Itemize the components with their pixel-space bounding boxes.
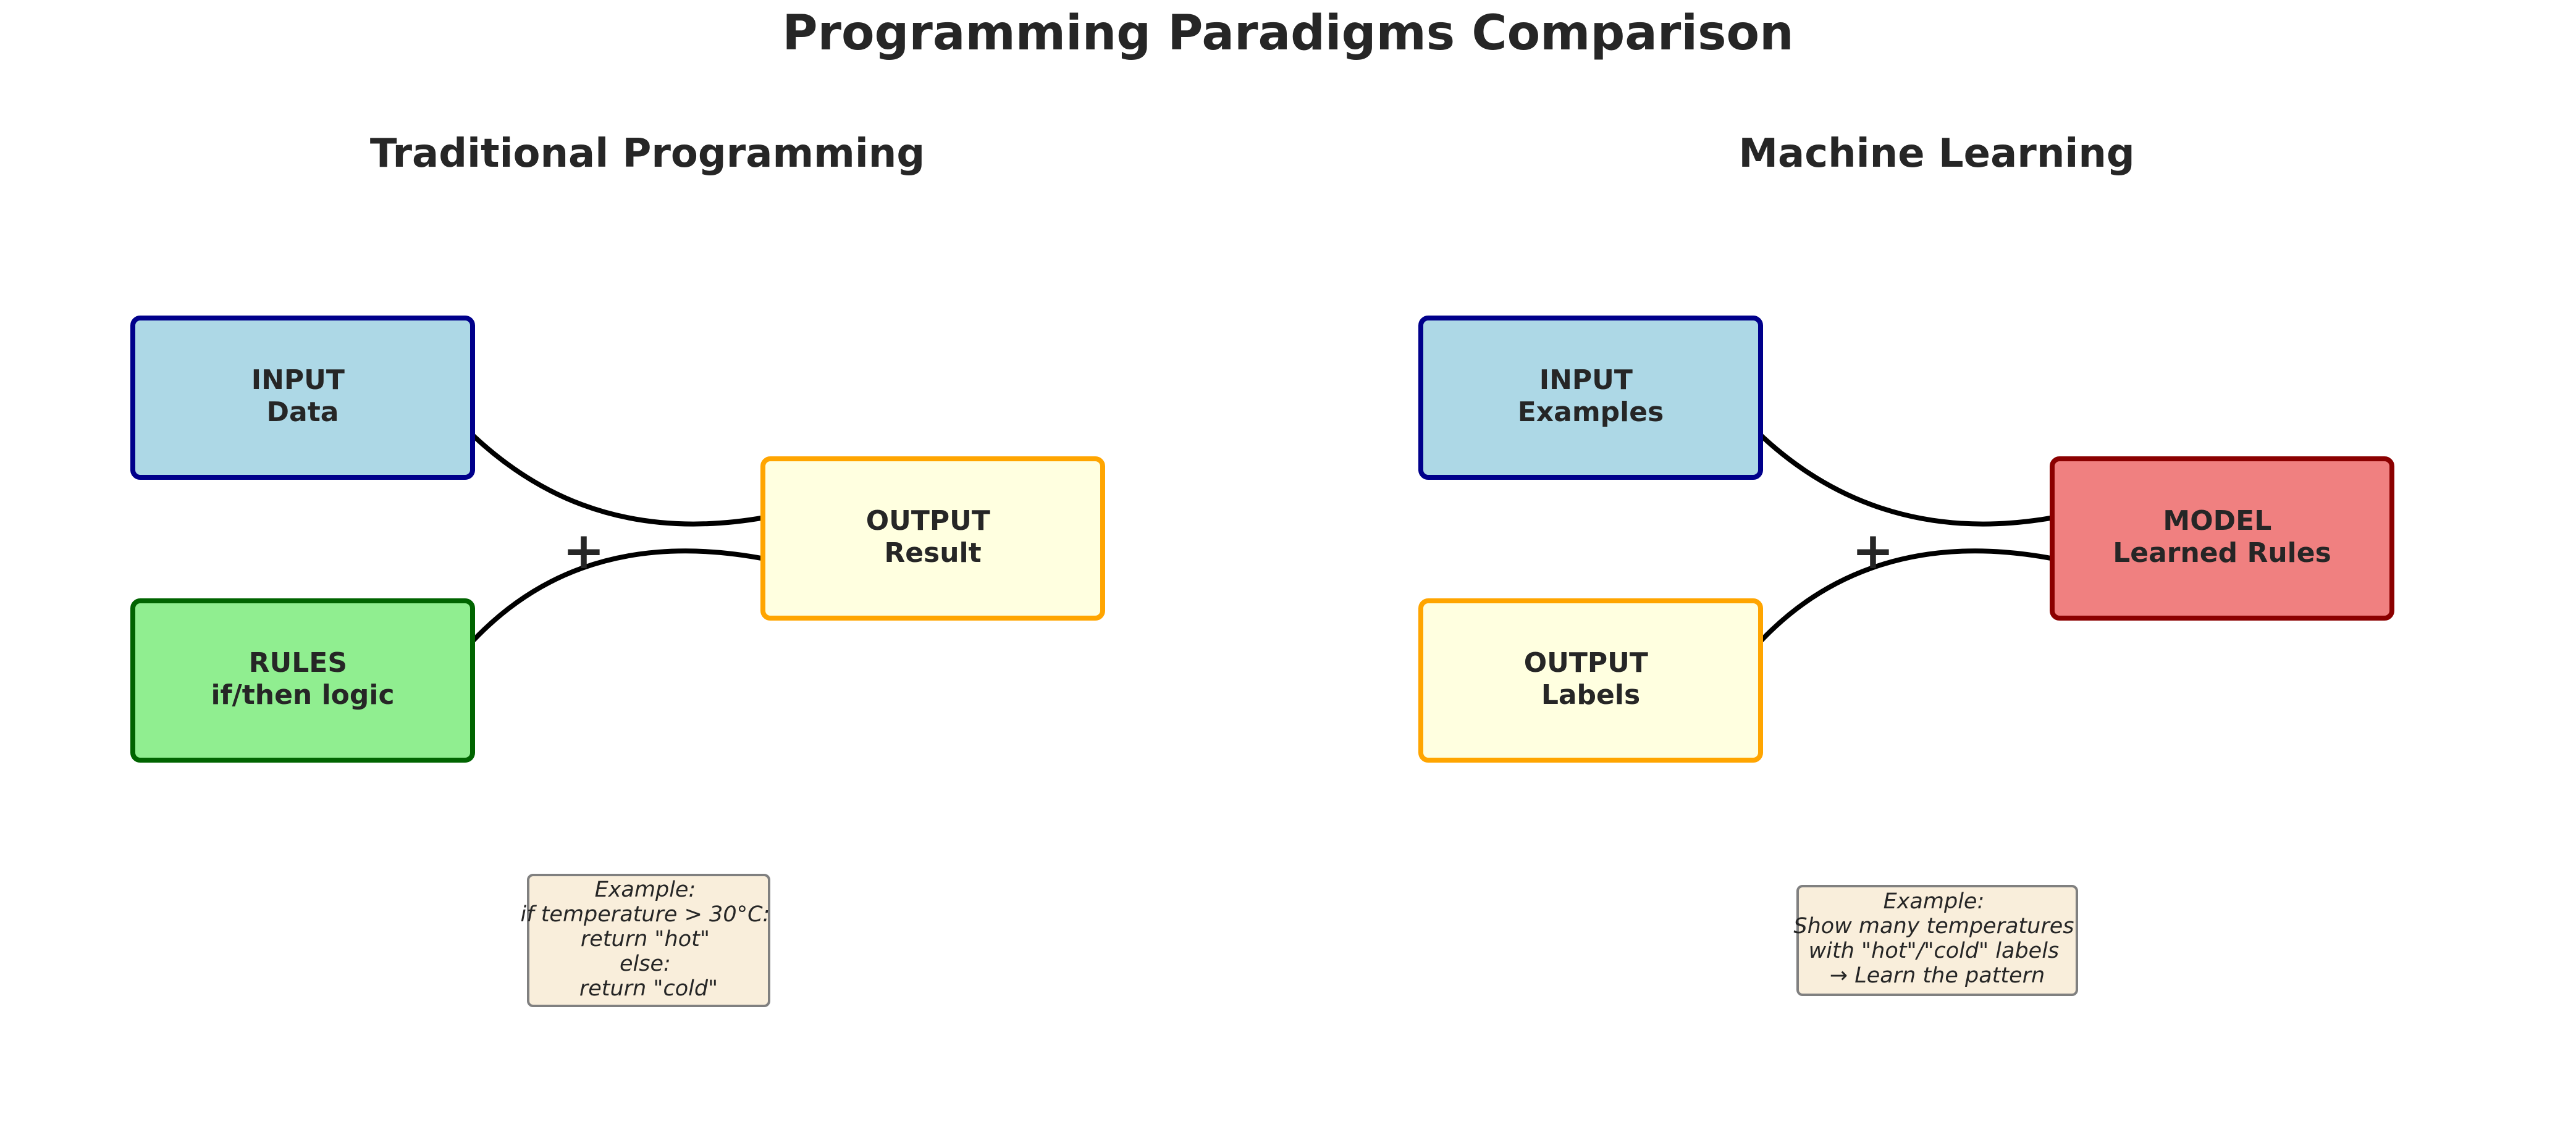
- panel-machine-learning: Machine Learning + INPUT Examples OUTPUT…: [1418, 131, 2394, 996]
- note-line: if temperature > 30°C:: [521, 902, 770, 927]
- svg-text:OUTPUT Labels: OUTPUT Labels: [1524, 647, 1657, 711]
- output-box: OUTPUT Labels: [1418, 598, 1763, 763]
- box-sublabel: Result: [884, 537, 981, 569]
- box-label: MODEL: [2163, 505, 2271, 537]
- panel-traditional: Traditional Programming + INPUT Data RUL…: [130, 131, 1105, 1007]
- output-box: OUTPUT Result: [760, 456, 1105, 621]
- panel-heading: Traditional Programming: [370, 131, 925, 177]
- example-note: Example: Show many temperatures with "ho…: [1793, 885, 2081, 996]
- connector-arrow: [1749, 424, 2055, 527]
- box-label: OUTPUT: [866, 505, 990, 537]
- plus-sign: +: [563, 522, 605, 580]
- connector-arrow: [461, 424, 765, 527]
- model-box: MODEL Learned Rules: [2050, 456, 2394, 621]
- note-line: Example:: [1884, 889, 1985, 914]
- svg-text:RULES if/then logic: RULES if/then logic: [211, 647, 394, 711]
- box-label: INPUT: [251, 364, 345, 396]
- svg-text:Example: Show many tem: Example: Show many temperatures with "ho…: [1793, 889, 2081, 988]
- note-line: return "cold": [579, 976, 718, 1001]
- box-sublabel: if/then logic: [211, 679, 394, 711]
- panel-heading: Machine Learning: [1738, 131, 2134, 177]
- note-line: Show many temperatures: [1793, 914, 2074, 939]
- input-box: INPUT Examples: [1418, 316, 1763, 480]
- diagram-title: Programming Paradigms Comparison: [782, 6, 1793, 61]
- connector-arrow: [461, 548, 765, 653]
- example-note: Example: if temperature > 30°C: return "…: [521, 874, 777, 1007]
- svg-text:INPUT Examples: INPUT Examples: [1518, 364, 1664, 428]
- connector-arrow: [1749, 548, 2055, 653]
- box-sublabel: Data: [267, 396, 339, 428]
- note-line: Example:: [595, 877, 696, 902]
- note-line: → Learn the pattern: [1830, 963, 2045, 988]
- box-sublabel: Learned Rules: [2113, 537, 2331, 569]
- rules-box: RULES if/then logic: [130, 598, 475, 763]
- svg-text:MODEL Learned Rules: MODEL Learned Rules: [2113, 505, 2331, 569]
- box-label: OUTPUT: [1524, 647, 1648, 679]
- input-box: INPUT Data: [130, 316, 475, 480]
- note-line: else:: [620, 952, 671, 976]
- box-label: RULES: [249, 647, 347, 679]
- svg-text:OUTPUT Result: OUTPUT Result: [866, 505, 1000, 569]
- box-sublabel: Examples: [1518, 396, 1664, 428]
- box-label: INPUT: [1539, 364, 1633, 396]
- plus-sign: +: [1852, 522, 1895, 580]
- note-line: with "hot"/"cold" labels: [1809, 939, 2060, 963]
- box-sublabel: Labels: [1541, 679, 1640, 711]
- svg-text:Example: if temperatur: Example: if temperature > 30°C: return "…: [521, 877, 777, 1001]
- svg-text:INPUT Data: INPUT Data: [251, 364, 355, 428]
- note-line: return "hot": [581, 927, 710, 952]
